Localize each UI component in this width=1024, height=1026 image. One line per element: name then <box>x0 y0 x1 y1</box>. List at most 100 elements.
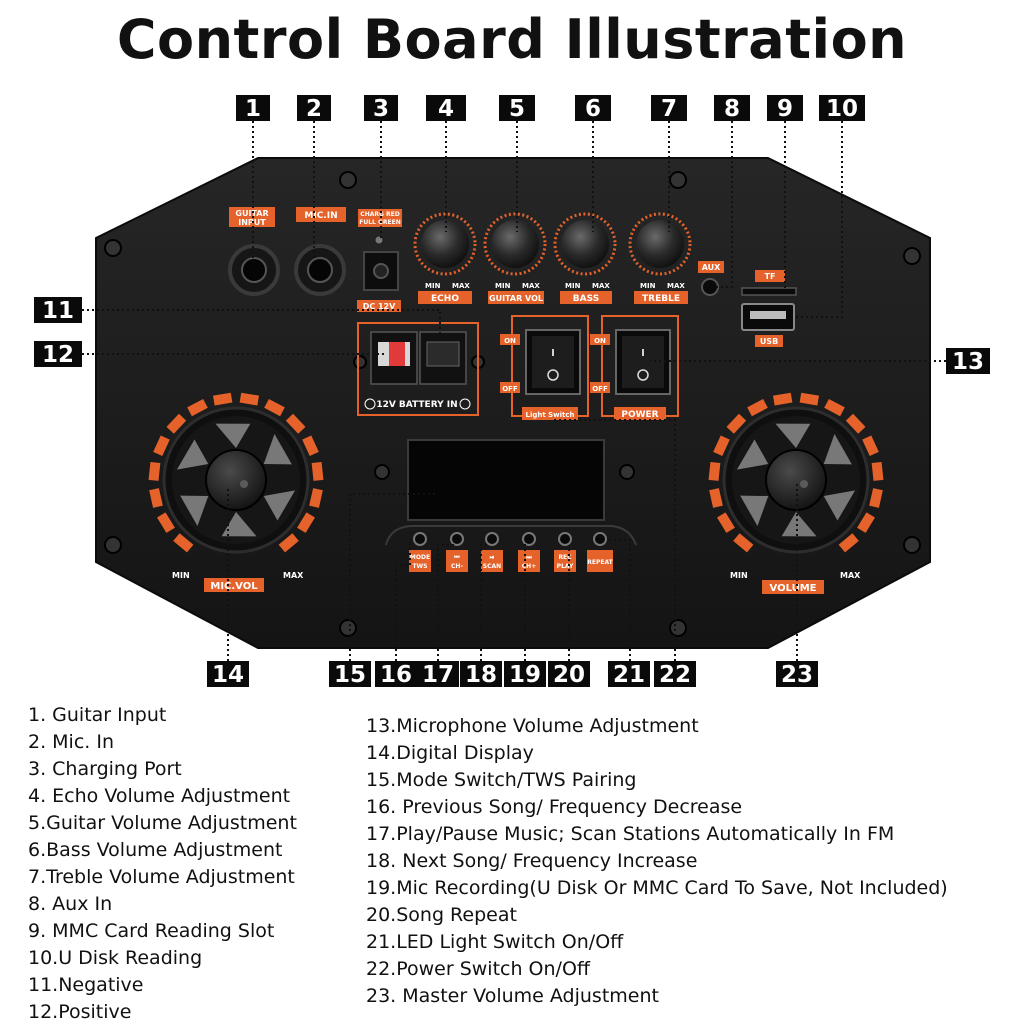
light-switch-label: Light Switch <box>525 411 574 419</box>
mic-vol-label: MIC.VOL <box>210 581 258 592</box>
svg-text:12: 12 <box>42 342 74 368</box>
legend-item: 1. Guitar Input <box>28 704 167 726</box>
callout-19: 19 <box>504 661 546 688</box>
mic-vol-knob[interactable] <box>148 392 324 554</box>
legend-item: 9. MMC Card Reading Slot <box>28 920 275 942</box>
svg-text:5: 5 <box>509 96 525 122</box>
svg-text:20: 20 <box>553 662 585 688</box>
button-label-2-top: ⏮ <box>454 554 460 561</box>
callout-2: 2 <box>297 95 331 122</box>
tf-slot[interactable]: TF <box>741 270 797 296</box>
callout-7: 7 <box>651 95 687 122</box>
callout-8: 8 <box>714 95 750 122</box>
callout-21: 21 <box>608 661 650 688</box>
power-label: POWER <box>621 410 658 420</box>
light-off-label: OFF <box>502 385 518 393</box>
volume-labels: MIN MAX VOLUME <box>730 571 861 594</box>
mic-in-jack[interactable]: MIC.IN <box>294 207 346 296</box>
callout-11: 11 <box>34 297 82 324</box>
callout-4: 4 <box>426 95 466 122</box>
svg-text:18: 18 <box>465 662 497 688</box>
legend-item: 19.Mic Recording(U Disk Or MMC Card To S… <box>366 877 948 899</box>
legend-item: 6.Bass Volume Adjustment <box>28 839 283 861</box>
leader-line-8 <box>714 121 733 288</box>
treble-knob[interactable]: MIN MAX TREBLE <box>628 212 692 304</box>
svg-text:2: 2 <box>306 96 322 122</box>
legend-item: 10.U Disk Reading <box>28 947 203 969</box>
legend-item: 5.Guitar Volume Adjustment <box>28 812 297 834</box>
svg-text:21: 21 <box>613 662 645 688</box>
legend-item: 14.Digital Display <box>366 742 534 764</box>
legend-item: 22.Power Switch On/Off <box>366 958 591 980</box>
mic-in-label: MIC.IN <box>304 211 337 221</box>
echo-min: MIN <box>425 282 441 290</box>
svg-text:19: 19 <box>509 662 541 688</box>
leader-line-21 <box>606 539 631 661</box>
svg-text:15: 15 <box>334 662 366 688</box>
usb-port[interactable]: USB <box>741 303 795 347</box>
button-label-2-bottom: CH- <box>451 563 463 570</box>
svg-text:7: 7 <box>661 96 677 122</box>
guitar-vol-knob[interactable]: MIN MAX GUITAR VOL <box>483 212 547 304</box>
panel-button-4[interactable]: ⏭CH+ <box>518 532 540 572</box>
charge-label-1: CHARG RED <box>360 211 399 218</box>
legend-item: 17.Play/Pause Music; Scan Stations Autom… <box>366 823 895 845</box>
button-label-3-top: ⏯ <box>490 554 495 561</box>
guitar-vol-label: GUITAR VOL <box>489 294 543 303</box>
svg-text:I: I <box>641 348 645 359</box>
echo-knob[interactable]: MIN MAX ECHO <box>413 212 477 304</box>
leader-line-22 <box>553 419 676 661</box>
bass-max: MAX <box>592 282 610 290</box>
bass-knob[interactable]: MIN MAX BASS <box>553 212 617 304</box>
legend-item: 2. Mic. In <box>28 731 115 753</box>
guitar-vol-max: MAX <box>522 282 540 290</box>
button-label-6: REPEAT <box>587 559 613 566</box>
svg-text:17: 17 <box>422 662 454 688</box>
battery-terminal[interactable]: 12V BATTERY IN <box>357 322 479 416</box>
callout-10: 10 <box>819 95 865 122</box>
page-title: Control Board Illustration <box>116 8 908 71</box>
volume-min: MIN <box>730 571 748 580</box>
callout-12: 12 <box>34 341 82 368</box>
svg-text:10: 10 <box>826 96 858 122</box>
legend-item: 23. Master Volume Adjustment <box>366 985 659 1007</box>
svg-text:13: 13 <box>952 349 984 375</box>
charge-led <box>375 236 383 244</box>
callout-23: 23 <box>776 661 818 688</box>
leader-line-15 <box>349 493 436 661</box>
panel-button-6[interactable]: REPEAT <box>587 532 614 572</box>
callout-18: 18 <box>460 661 502 688</box>
callout-22: 22 <box>654 661 696 688</box>
tf-label: TF <box>765 272 776 281</box>
legend-item: 4. Echo Volume Adjustment <box>28 785 291 807</box>
svg-text:I: I <box>551 348 555 359</box>
legend-item: 18. Next Song/ Frequency Increase <box>366 850 698 872</box>
treble-label: TREBLE <box>642 294 680 304</box>
mic-vol-min: MIN <box>172 571 190 580</box>
treble-min: MIN <box>640 282 656 290</box>
master-volume-knob[interactable] <box>708 392 884 554</box>
svg-text:23: 23 <box>781 662 813 688</box>
guitar-input-label-1: GUITAR <box>235 209 268 218</box>
callout-6: 6 <box>575 95 611 122</box>
svg-text:16: 16 <box>380 662 412 688</box>
button-label-4-top: ⏭ <box>526 554 532 561</box>
svg-text:22: 22 <box>659 662 691 688</box>
svg-text:4: 4 <box>438 96 454 122</box>
mic-vol-max: MAX <box>283 571 304 580</box>
digital-display <box>407 439 605 521</box>
guitar-input-jack[interactable]: GUITAR INPUT <box>228 207 280 296</box>
panel-button-3[interactable]: ⏯SCAN <box>481 532 503 572</box>
panel-button-2[interactable]: ⏮ CH- <box>446 532 468 572</box>
callout-14: 14 <box>207 661 249 688</box>
callout-13: 13 <box>946 348 990 375</box>
light-switch[interactable]: ON OFF I Light Switch <box>500 315 589 420</box>
button-row <box>385 525 637 546</box>
treble-max: MAX <box>667 282 685 290</box>
svg-text:3: 3 <box>373 96 389 122</box>
battery-label: 12V BATTERY IN <box>376 400 457 410</box>
control-board-diagram: GUITAR INPUT MIC.IN CHARG RED FULL GREEN… <box>34 95 990 688</box>
